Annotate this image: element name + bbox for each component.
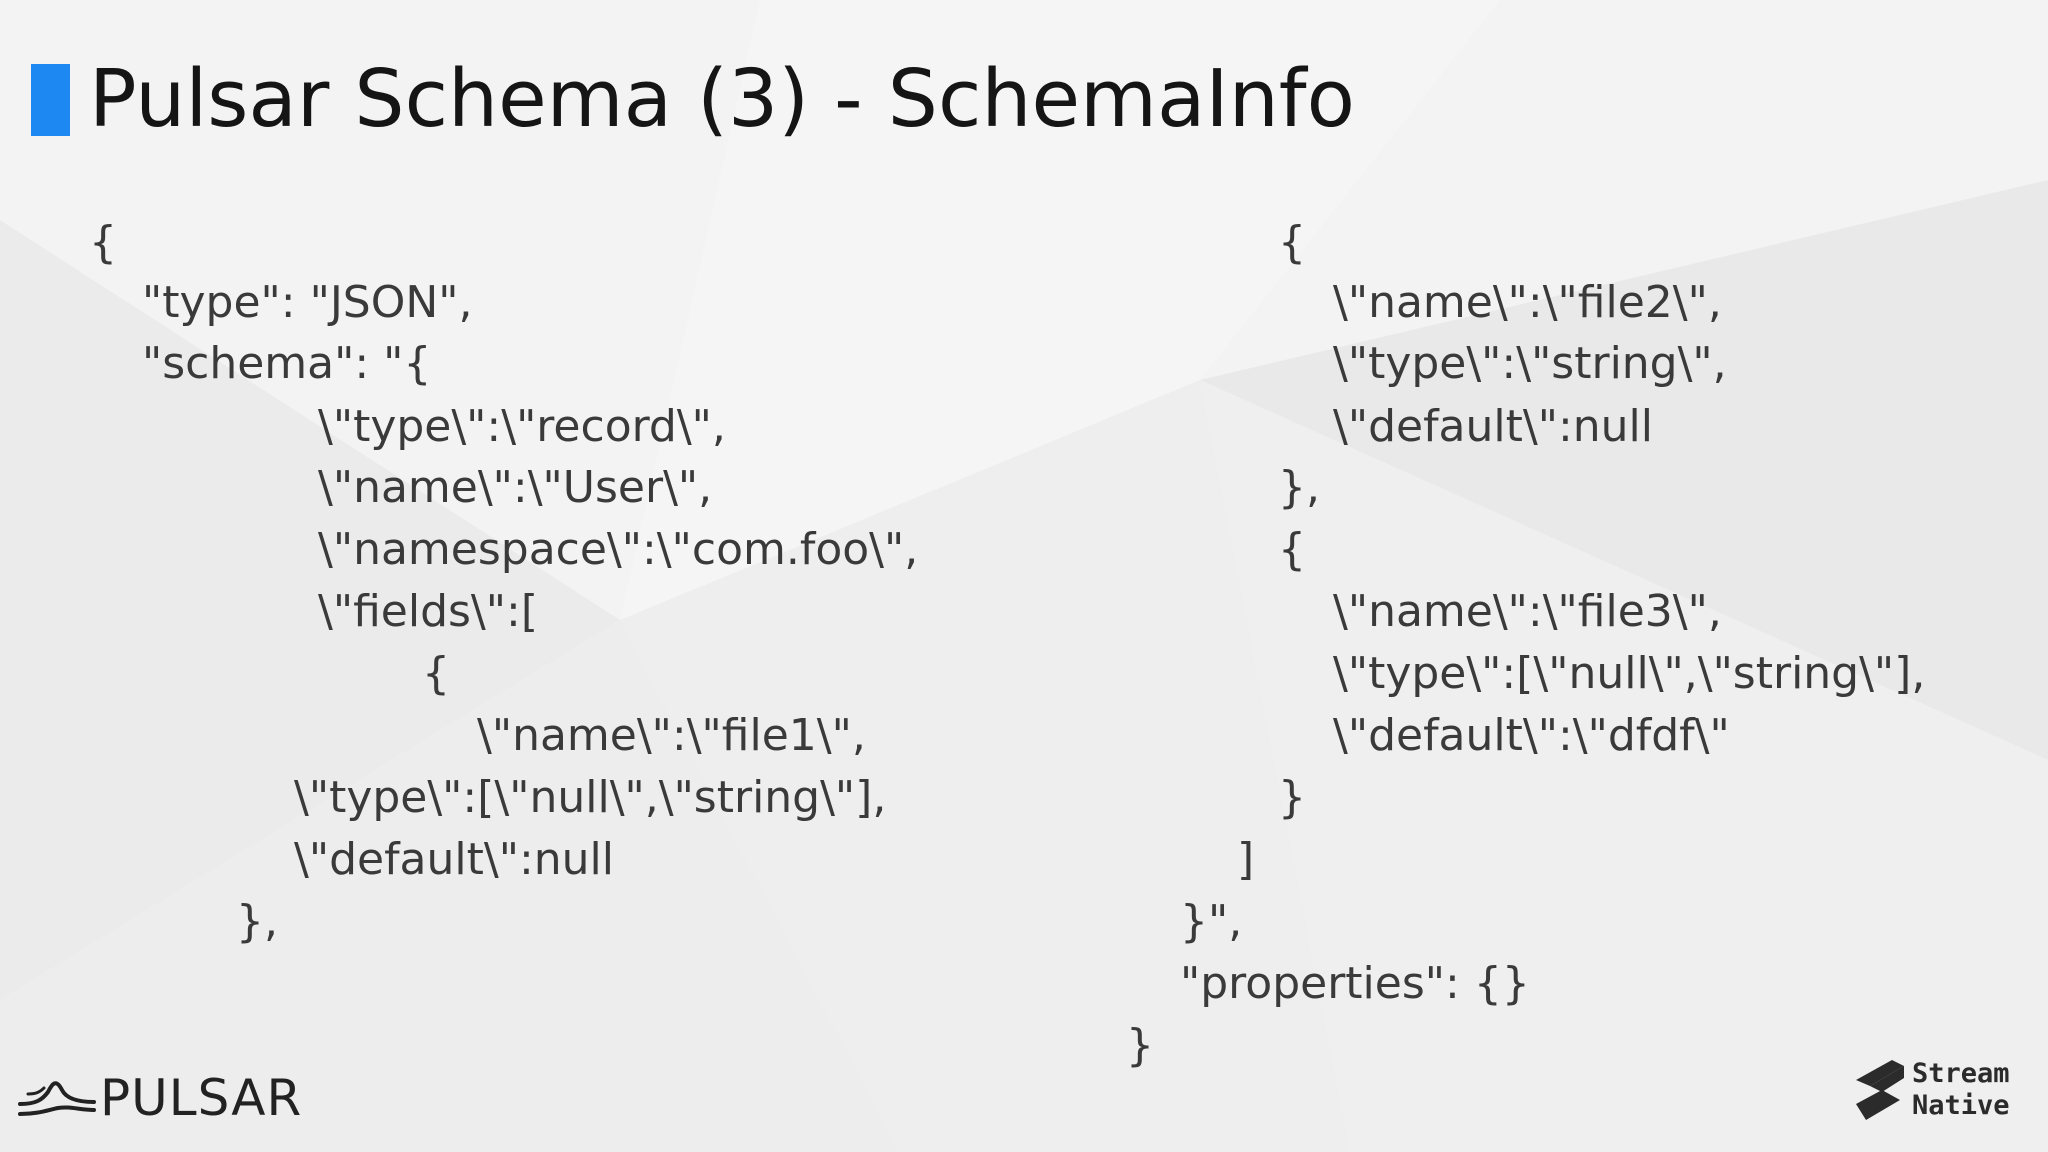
code-line: } xyxy=(1126,1020,1154,1071)
code-line: }", xyxy=(1180,896,1243,947)
code-line: \"namespace\":\"com.foo\", xyxy=(318,524,919,575)
code-line: \"default\":null xyxy=(1333,401,1653,452)
code-line: \"type\":\"record\", xyxy=(318,401,726,452)
slide-title: Pulsar Schema (3) - SchemaInfo xyxy=(89,53,1355,145)
code-line: { xyxy=(1278,217,1306,268)
code-line: ] xyxy=(1237,834,1255,885)
code-line: "schema": "{ xyxy=(142,338,432,389)
code-line: \"name\":\"User\", xyxy=(318,462,713,513)
code-line: \"name\":\"file2\", xyxy=(1333,277,1722,328)
code-line: "type": "JSON", xyxy=(142,277,473,328)
code-line: { xyxy=(89,217,117,268)
code-line: } xyxy=(1278,772,1306,823)
code-line: \"type\":[\"null\",\"string\"], xyxy=(1333,648,1926,699)
code-line: { xyxy=(1278,524,1306,575)
pulsar-logo: PULSAR xyxy=(18,1064,308,1134)
streamnative-logo-text-native: Native xyxy=(1912,1090,2010,1121)
code-line: \"default\":null xyxy=(294,834,614,885)
code-line: \"default\":\"dfdf\" xyxy=(1333,710,1730,761)
pulsar-logo-text: PULSAR xyxy=(100,1069,303,1127)
code-line: \"name\":\"file1\", xyxy=(477,710,866,761)
streamnative-logo: Stream Native xyxy=(1852,1056,2022,1126)
code-line: \"name\":\"file3\", xyxy=(1333,586,1722,637)
code-line: \"type\":[\"null\",\"string\"], xyxy=(294,772,887,823)
code-line: "properties": {} xyxy=(1180,958,1530,1009)
code-line: }, xyxy=(236,896,278,947)
code-line: \"fields\":[ xyxy=(318,586,538,637)
code-line: \"type\":\"string\", xyxy=(1333,338,1727,389)
streamnative-logo-text-stream: Stream xyxy=(1912,1058,2010,1089)
title-accent-bar xyxy=(31,64,70,136)
code-line: }, xyxy=(1278,462,1320,513)
streamnative-logo-icon xyxy=(1856,1060,1904,1120)
code-line: { xyxy=(422,648,450,699)
pulsar-logo-icon xyxy=(18,1081,96,1116)
